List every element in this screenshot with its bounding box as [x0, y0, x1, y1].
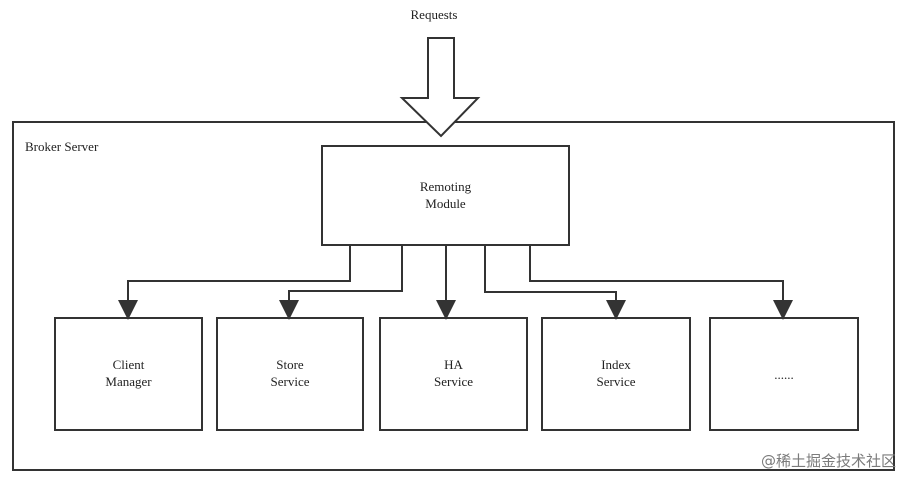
client-manager-label: Client Manager — [55, 356, 202, 390]
more-services-line1: ...... — [774, 367, 794, 382]
store-service-label: Store Service — [217, 356, 363, 390]
ha-service-line1: HA — [444, 357, 463, 372]
remoting-module-box — [321, 145, 570, 246]
index-service-line2: Service — [596, 374, 636, 389]
ha-service-label: HA Service — [380, 356, 527, 390]
requests-label: Requests — [410, 7, 458, 22]
ha-service-line2: Service — [434, 374, 473, 389]
store-service-box — [216, 317, 364, 431]
more-services-label: ...... — [710, 366, 858, 383]
broker-server-label: Broker Server — [25, 139, 99, 154]
client-manager-box — [54, 317, 203, 431]
index-service-label: Index Service — [542, 356, 690, 390]
store-service-line1: Store — [276, 357, 304, 372]
index-service-line1: Index — [601, 357, 631, 372]
remoting-module-label: Remoting Module — [322, 178, 569, 212]
remoting-module-line2: Module — [425, 196, 466, 211]
connector-client-manager — [118, 245, 351, 320]
connector-store-service — [279, 245, 403, 320]
connector-more-services — [529, 245, 793, 320]
client-manager-line1: Client — [112, 357, 145, 372]
watermark-text: @稀土掘金技术社区 — [760, 452, 896, 470]
connector-index-service — [484, 245, 626, 320]
store-service-line2: Service — [270, 374, 310, 389]
remoting-module-line1: Remoting — [419, 179, 472, 194]
client-manager-line2: Manager — [105, 374, 152, 389]
requests-arrow — [399, 37, 481, 138]
